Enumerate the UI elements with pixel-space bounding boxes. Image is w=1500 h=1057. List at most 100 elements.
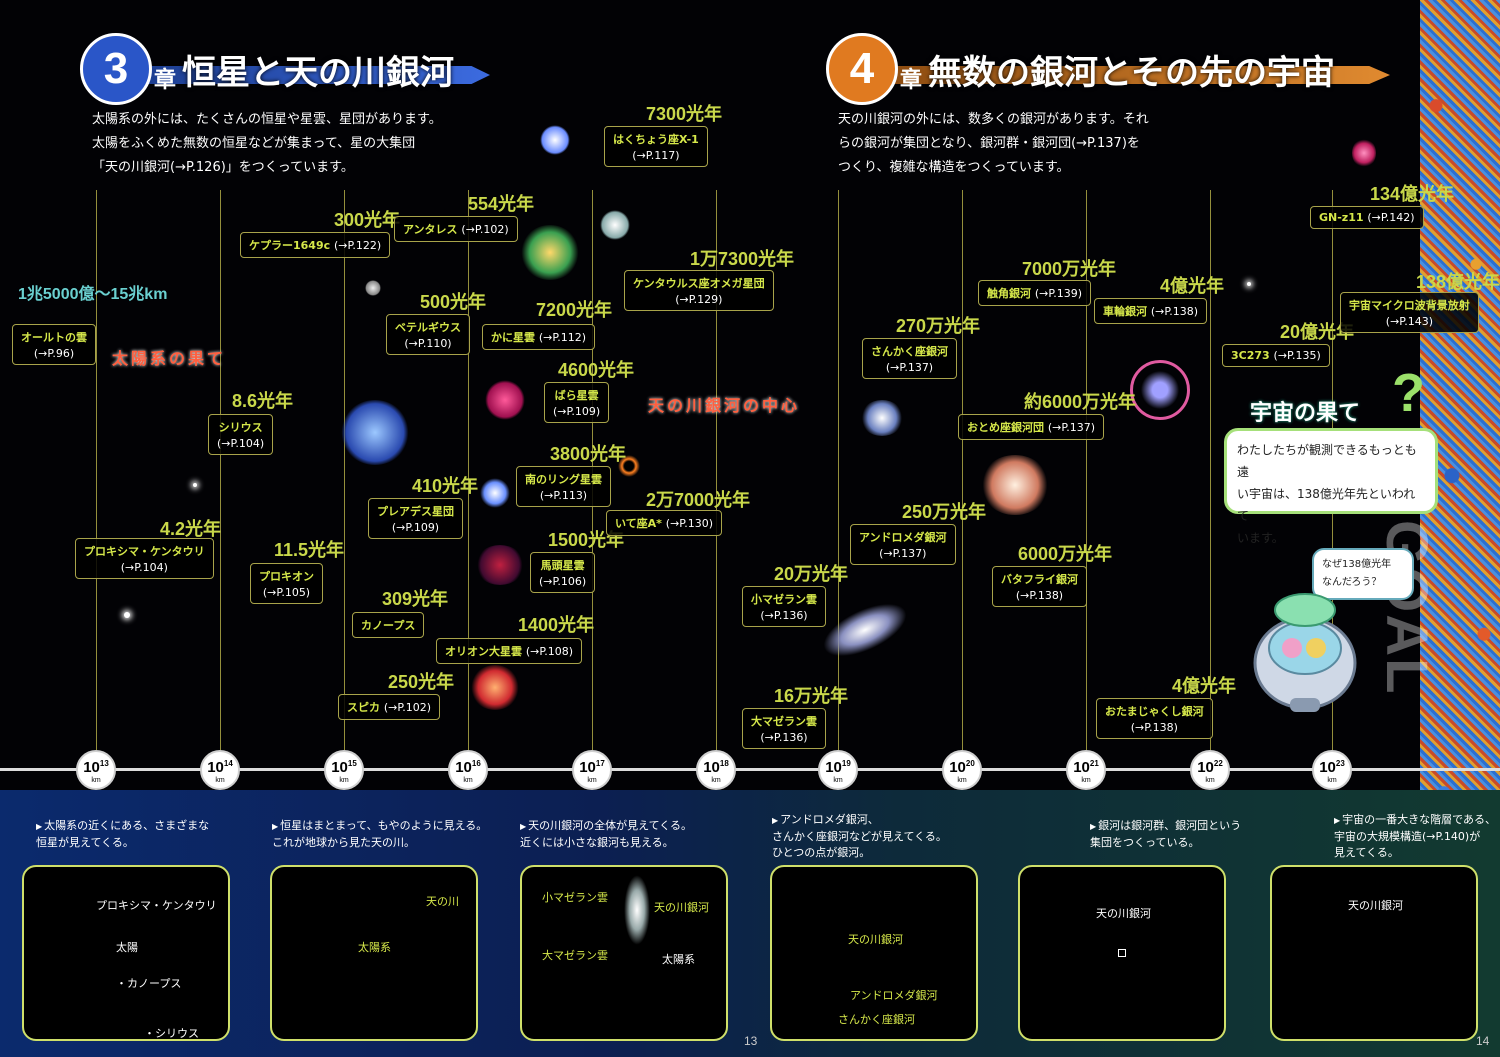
rosette-nebula-image	[485, 380, 525, 420]
panel-text: 小マゼラン雲	[542, 891, 608, 904]
cygnus-x1-image	[540, 125, 570, 155]
cygx1-distance: 7300光年	[646, 104, 723, 124]
caption-line: 銀河は銀河群、銀河団という	[1098, 819, 1242, 832]
label-ref: (→P.138)	[1015, 589, 1064, 602]
caption-line: 恒星が見えてくる。	[36, 836, 134, 849]
triangulum-image	[860, 400, 904, 436]
solar-edge-title: 太陽系の果て	[112, 349, 227, 368]
question-mark-icon: ?	[1392, 363, 1425, 423]
chapter3-number: 3	[80, 33, 152, 105]
bottom-band	[0, 790, 1500, 1057]
tick-base: 10	[949, 759, 966, 776]
pleiades-image	[340, 400, 410, 465]
label-andromeda: アンドロメダ銀河 (→P.137)	[850, 524, 956, 565]
caption-line: ひとつの点が銀河。	[772, 846, 871, 859]
caption-line: 見えてくる。	[1334, 846, 1399, 859]
tick-exp: 17	[595, 759, 605, 768]
label-name: かに星雲	[491, 331, 535, 344]
cartwheel-distance: 4億光年	[1160, 276, 1225, 296]
tick-base: 10	[1197, 759, 1214, 776]
label-name: オリオン大星雲	[445, 645, 522, 658]
caption-line: 集団をつくっている。	[1090, 836, 1200, 849]
chapter3-intro-line: 「天の川銀河(→P.126)」をつくっています。	[92, 160, 354, 175]
label-betelgeuse: ベテルギウス(→P.110)	[386, 314, 470, 355]
label-name: 3C273	[1231, 349, 1270, 362]
label-rosette: ばら星雲(→P.109)	[544, 382, 610, 423]
label-ref: (→P.102)	[461, 223, 509, 236]
label-name: 大マゼラン雲	[751, 715, 817, 728]
chapter4-intro-line: 天の川銀河の外には、数多くの銀河があります。それ	[838, 112, 1149, 127]
horsehead-nebula-image	[475, 545, 525, 585]
pleiades-distance: 410光年	[412, 476, 479, 496]
tick-base: 10	[455, 759, 472, 776]
ring-distance: 3800光年	[550, 444, 627, 464]
caption-line: さんかく座銀河などが見えてくる。	[772, 830, 947, 843]
label-crab: かに星雲 (→P.112)	[482, 324, 596, 350]
caption-line: 近くには小さな銀河も見える。	[520, 836, 674, 849]
panel-text: プロキシマ・ケンタウリ	[96, 899, 217, 912]
cartwheel-image	[1130, 360, 1190, 420]
milky-way-edge-image	[624, 875, 650, 945]
label-ref: (→P.106)	[539, 575, 587, 588]
spaceship-mascot-icon	[1253, 593, 1357, 712]
label-ref: (→P.104)	[120, 561, 168, 574]
panel-text: さんかく座銀河	[838, 1013, 915, 1026]
tick-exp: 23	[1335, 759, 1345, 768]
edge-of-universe-title: 宇宙の果て	[1250, 401, 1361, 426]
caption-6: 宇宙の一番大きな階層である、宇宙の大規模構造(→P.140)が見えてくる。	[1334, 812, 1496, 861]
panel-text: 大マゼラン雲	[542, 949, 608, 962]
omega-distance: 1万7300光年	[690, 249, 795, 269]
andromeda-image	[815, 592, 915, 668]
label-ref: (→P.135)	[1273, 349, 1321, 362]
label-name: アンドロメダ銀河	[859, 531, 947, 544]
label-antennae: 触角銀河 (→P.139)	[978, 280, 1092, 306]
tick-unit: km	[833, 777, 843, 784]
chapter4-sho: 章	[900, 68, 923, 93]
chapter3-intro-line: 太陽系の外には、たくさんの恒星や星雲、星団があります。	[92, 112, 442, 127]
quasar-star	[1247, 282, 1251, 286]
label-name: オールトの雲	[21, 331, 87, 344]
chapter4-number: 4	[826, 33, 898, 105]
label-ref: (→P.137)	[879, 547, 927, 560]
label-horsehead: 馬頭星雲(→P.106)	[530, 552, 596, 593]
caption-4: アンドロメダ銀河、さんかく座銀河などが見えてくる。ひとつの点が銀河。	[772, 812, 947, 861]
panel-milky-way-view: 天の川 太陽系	[270, 865, 478, 1041]
milky-way-marker	[1118, 949, 1126, 957]
label-name: プロキオン	[259, 570, 314, 583]
label-ref: (→P.137)	[885, 361, 934, 374]
page-number-left: 13	[744, 1034, 758, 1048]
panel-local-group: 天の川銀河 アンドロメダ銀河 さんかく座銀河	[770, 865, 978, 1041]
panel-text: 太陽系	[662, 953, 695, 966]
smc-distance: 20万光年	[774, 564, 849, 584]
tick-exp: 13	[99, 759, 109, 768]
sgra-distance: 2万7000光年	[646, 490, 751, 510]
chapter3-sho: 章	[154, 68, 177, 93]
tick-base: 10	[825, 759, 842, 776]
label-ref: (→P.129)	[675, 293, 723, 306]
tick-unit: km	[339, 777, 349, 784]
panel-text: 天の川銀河	[1096, 907, 1151, 920]
label-ref: (→P.110)	[404, 337, 452, 350]
label-ref: (→P.102)	[383, 701, 432, 714]
label-cmb: 宇宙マイクロ波背景放射(→P.143)	[1340, 292, 1479, 333]
chapter3-intro-line: 太陽をふくめた無数の恒星などが集まって、星の大集団	[92, 136, 416, 151]
caption-line: 太陽系の近くにある、さまざまな	[44, 819, 210, 832]
crab-distance: 7200光年	[536, 300, 613, 320]
label-lmc: 大マゼラン雲(→P.136)	[742, 708, 826, 749]
tick-unit: km	[711, 777, 721, 784]
label-cartwheel: 車輪銀河 (→P.138)	[1094, 298, 1208, 324]
m33-distance: 270万光年	[896, 316, 981, 336]
sgr-a-image	[618, 455, 640, 477]
label-ref: (→P.112)	[538, 331, 587, 344]
label-name: 小マゼラン雲	[751, 593, 817, 606]
chapter3-intro: 太陽系の外には、たくさんの恒星や星雲、星団があります。 太陽をふくめた無数の恒星…	[92, 108, 442, 180]
label-name: ばら星雲	[554, 389, 599, 402]
chapter4-bar	[870, 66, 1390, 84]
tick-exp: 14	[223, 759, 233, 768]
